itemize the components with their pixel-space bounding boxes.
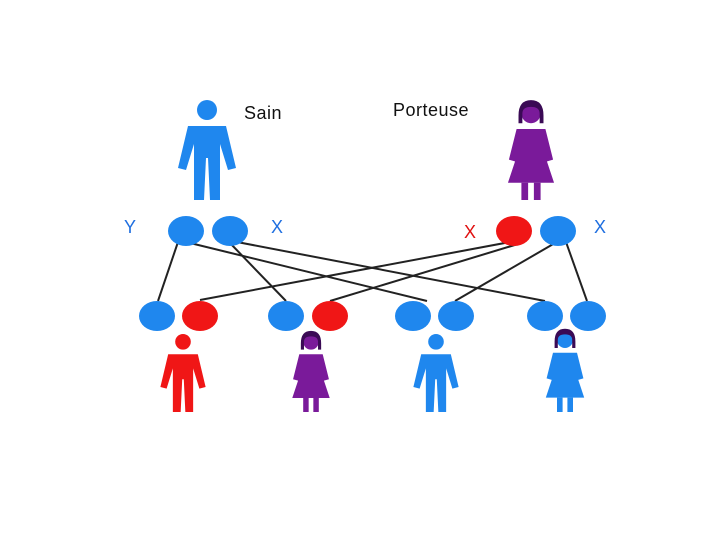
line-father-y-to-child3 (185, 241, 428, 302)
inheritance-lines (157, 241, 588, 302)
line-mother-x-to-child4 (565, 241, 588, 302)
mother-chromosomes (496, 216, 576, 246)
father-chromosomes (168, 216, 248, 246)
child1-chromosome-1 (139, 301, 175, 331)
father-label: Sain (244, 103, 283, 123)
child4-chromosomes (527, 301, 606, 331)
child3-chromosome-1 (395, 301, 431, 331)
father-x-label: X (271, 217, 284, 237)
line-mother-xa-to-child1 (199, 241, 511, 301)
child1-chromosomes (139, 301, 218, 331)
line-father-x-to-child2 (228, 241, 287, 302)
mother-label: Porteuse (393, 100, 470, 120)
child3-chromosome-2 (438, 301, 474, 331)
child2-chromosome-2 (312, 301, 348, 331)
child2-figure (292, 330, 330, 412)
child1-figure (160, 334, 206, 412)
mother-x-affected-label: X (464, 222, 477, 242)
line-mother-xa-to-child2 (329, 243, 519, 302)
father-chromosome-y (168, 216, 204, 246)
child3-figure (413, 334, 459, 412)
child3-chromosomes (395, 301, 474, 331)
child4-chromosome-2 (570, 301, 606, 331)
mother-chromosome-x-normal (540, 216, 576, 246)
line-father-y-to-child1 (157, 241, 179, 302)
child2-chromosomes (268, 301, 348, 331)
child1-chromosome-2 (182, 301, 218, 331)
mother-figure (507, 100, 555, 200)
line-father-x-to-child4 (236, 241, 546, 302)
mother-chromosome-x-affected (496, 216, 532, 246)
child4-chromosome-1 (527, 301, 563, 331)
child4-figure (545, 328, 585, 412)
father-chromosome-x (212, 216, 248, 246)
child2-chromosome-1 (268, 301, 304, 331)
mother-x-normal-label: X (594, 217, 607, 237)
line-mother-x-to-child3 (454, 242, 556, 302)
father-y-label: Y (124, 217, 137, 237)
father-figure (178, 100, 236, 200)
